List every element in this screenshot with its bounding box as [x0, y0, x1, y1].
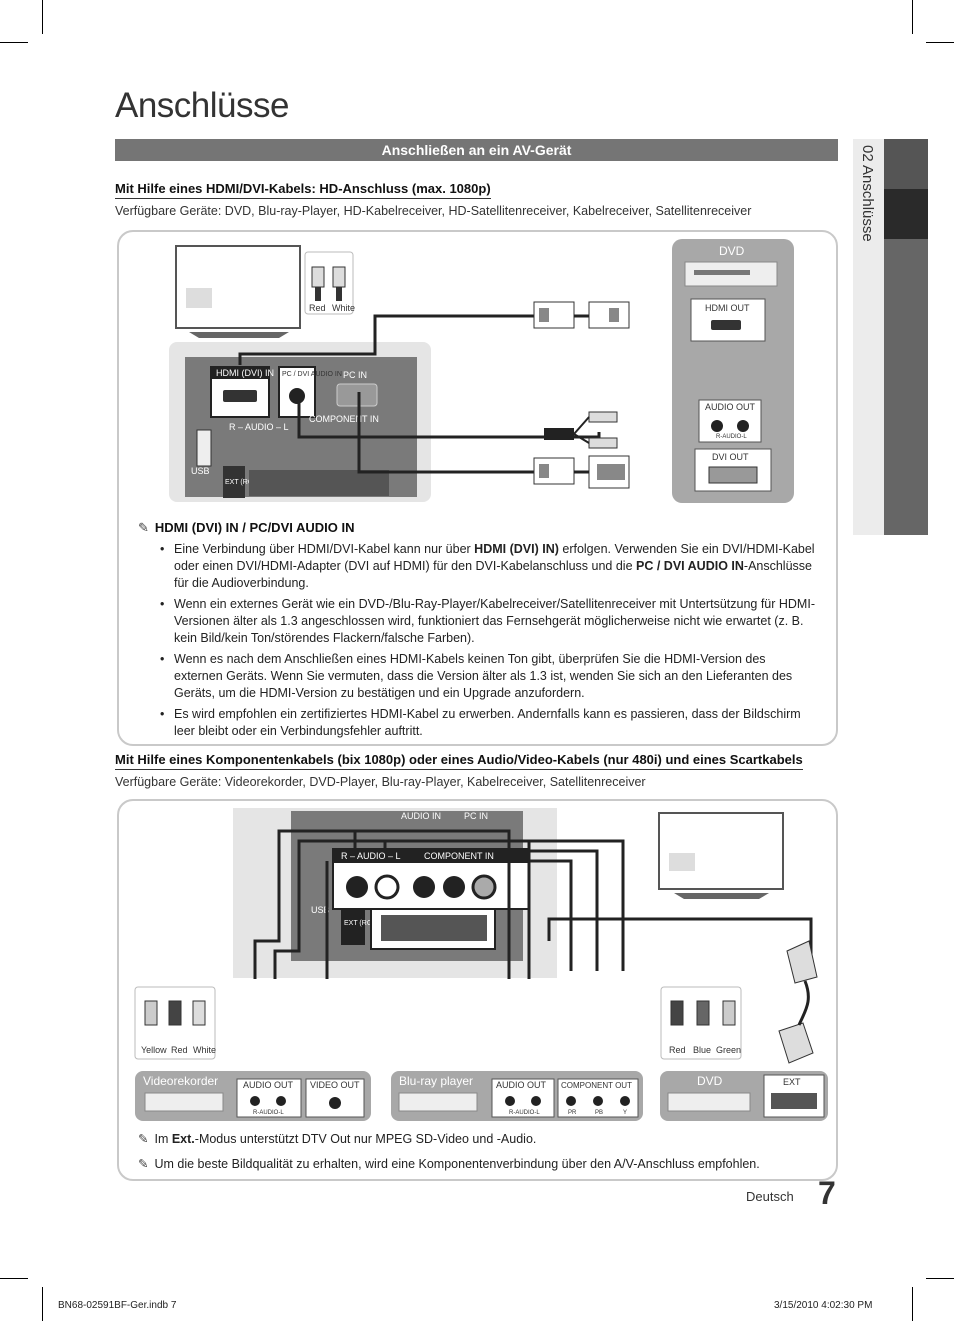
videorekorder-box: Videorekorder AUDIO OUT R-AUDIO-L VIDEO … — [135, 1071, 371, 1121]
svg-text:R – AUDIO – L: R – AUDIO – L — [229, 422, 289, 432]
svg-text:R-AUDIO-L: R-AUDIO-L — [716, 434, 747, 440]
svg-text:AUDIO OUT: AUDIO OUT — [496, 1080, 547, 1090]
tv-illustration — [658, 812, 784, 899]
svg-text:PR: PR — [568, 1110, 577, 1116]
crop-mark — [0, 42, 28, 43]
svg-text:PC IN: PC IN — [343, 370, 367, 380]
hdmi-cable-plugs — [533, 301, 630, 489]
section1-heading: Mit Hilfe eines HDMI/DVI-Kabels: HD-Ansc… — [115, 181, 491, 199]
svg-text:HDMI OUT: HDMI OUT — [705, 303, 750, 313]
svg-text:USB: USB — [311, 905, 330, 915]
svg-text:Red: Red — [171, 1045, 188, 1055]
svg-text:AUDIO OUT: AUDIO OUT — [705, 402, 756, 412]
tv-illustration — [175, 245, 301, 338]
hdmi-cable — [238, 314, 601, 474]
page-number: 7 — [818, 1175, 836, 1211]
svg-text:VIDEO OUT: VIDEO OUT — [310, 1080, 360, 1090]
svg-text:PB: PB — [595, 1110, 603, 1116]
svg-text:Blu-ray player: Blu-ray player — [399, 1074, 473, 1088]
component-connection-panel: AUDIO IN PC IN R – AUDIO – L COMPONENT I… — [117, 799, 838, 1181]
hdmi-connection-diagram: Red White HDMI (DVI) IN PC / DVI AUDIO I… — [169, 239, 794, 503]
svg-text:Blue: Blue — [693, 1045, 711, 1055]
crop-mark — [912, 1287, 913, 1321]
section2-heading: Mit Hilfe eines Komponentenkabels (bix 1… — [115, 752, 803, 770]
footer-language: Deutsch — [746, 1189, 794, 1204]
list-item: Eine Verbindung über HDMI/DVI-Kabel kann… — [160, 541, 816, 592]
svg-text:R – AUDIO – L: R – AUDIO – L — [341, 851, 401, 861]
crop-mark — [912, 0, 913, 34]
svg-text:DVD: DVD — [697, 1074, 723, 1088]
list-item: Wenn es nach dem Anschließen eines HDMI-… — [160, 651, 816, 702]
svg-text:R-AUDIO-L: R-AUDIO-L — [509, 1110, 540, 1116]
crop-mark — [0, 1278, 28, 1279]
chapter-side-tab — [853, 139, 928, 535]
svg-text:DVD: DVD — [719, 244, 745, 258]
crop-mark — [42, 1287, 43, 1321]
svg-text:COMPONENT OUT: COMPONENT OUT — [561, 1081, 632, 1090]
svg-text:EXT: EXT — [783, 1077, 801, 1087]
print-slug-filename: BN68-02591BF-Ger.indb 7 — [58, 1300, 177, 1311]
svg-text:Red: Red — [309, 303, 326, 313]
section1-devices: Verfügbare Geräte: DVD, Blu-ray-Player, … — [115, 204, 752, 218]
page-title: Anschlüsse — [115, 86, 289, 125]
print-slug-timestamp: 3/15/2010 4:02:30 PM — [774, 1300, 873, 1311]
note-component-recommendation: ✎Um die beste Bildqualität zu erhalten, … — [138, 1157, 760, 1171]
note-pencil-icon: ✎ — [138, 1157, 149, 1171]
blu-ray-player-box: Blu-ray player AUDIO OUT R-AUDIO-L COMPO… — [391, 1071, 643, 1121]
av-plugs-right: Red Blue Green — [660, 986, 742, 1060]
crop-mark — [42, 0, 43, 34]
svg-text:PC IN: PC IN — [464, 811, 488, 821]
list-item: Wenn ein externes Gerät wie ein DVD-/Blu… — [160, 596, 816, 647]
svg-text:AUDIO IN: AUDIO IN — [401, 811, 441, 821]
svg-text:COMPONENT IN: COMPONENT IN — [424, 851, 494, 861]
crop-mark — [926, 1278, 954, 1279]
section2-devices: Verfügbare Geräte: Videorekorder, DVD-Pl… — [115, 775, 646, 789]
dvd-device-box: DVD HDMI OUT AUDIO OUT R-AUDIO-L DVI OUT — [672, 239, 794, 503]
svg-text:DVI OUT: DVI OUT — [712, 452, 749, 462]
svg-text:Green: Green — [716, 1045, 741, 1055]
svg-text:EXT (RGB): EXT (RGB) — [225, 479, 260, 486]
svg-text:Y: Y — [623, 1110, 627, 1116]
av-plugs-left: Yellow Red White — [134, 986, 216, 1060]
svg-text:White: White — [332, 303, 355, 313]
svg-text:HDMI (DVI) IN: HDMI (DVI) IN — [216, 368, 274, 378]
svg-text:PC / DVI AUDIO IN: PC / DVI AUDIO IN — [282, 371, 342, 378]
svg-text:Red: Red — [669, 1045, 686, 1055]
section-header: Anschließen an ein AV-Gerät — [115, 139, 838, 161]
hdmi-notes-list: Eine Verbindung über HDMI/DVI-Kabel kann… — [160, 541, 816, 744]
note-pencil-icon: ✎ — [138, 1132, 149, 1146]
svg-text:EXT (RGB): EXT (RGB) — [344, 920, 379, 927]
note-heading-hdmi: ✎HDMI (DVI) IN / PC/DVI AUDIO IN — [138, 520, 355, 535]
svg-text:AUDIO OUT: AUDIO OUT — [243, 1080, 294, 1090]
crop-mark — [926, 42, 954, 43]
av-cables — [253, 829, 813, 979]
note-pencil-icon: ✎ — [138, 520, 149, 535]
tv-port-panel: AUDIO IN PC IN R – AUDIO – L COMPONENT I… — [233, 808, 557, 978]
svg-text:White: White — [193, 1045, 216, 1055]
svg-text:Yellow: Yellow — [141, 1045, 167, 1055]
note-ext-mode: ✎Im Ext.-Modus unterstützt DTV Out nur M… — [138, 1132, 537, 1146]
list-item: Es wird empfohlen ein zertifiziertes HDM… — [160, 706, 816, 740]
component-connection-diagram: AUDIO IN PC IN R – AUDIO – L COMPONENT I… — [134, 808, 828, 1121]
chapter-label: 02 Anschlüsse — [859, 145, 876, 242]
scart-plug — [778, 940, 818, 1064]
svg-text:COMPONENT IN: COMPONENT IN — [309, 414, 379, 424]
svg-text:R-AUDIO-L: R-AUDIO-L — [253, 1110, 284, 1116]
svg-text:USB: USB — [191, 466, 210, 476]
svg-text:Videorekorder: Videorekorder — [143, 1074, 218, 1088]
dvd-ext-box: DVD EXT — [660, 1071, 828, 1121]
audio-plugs-top: Red White — [304, 251, 355, 315]
